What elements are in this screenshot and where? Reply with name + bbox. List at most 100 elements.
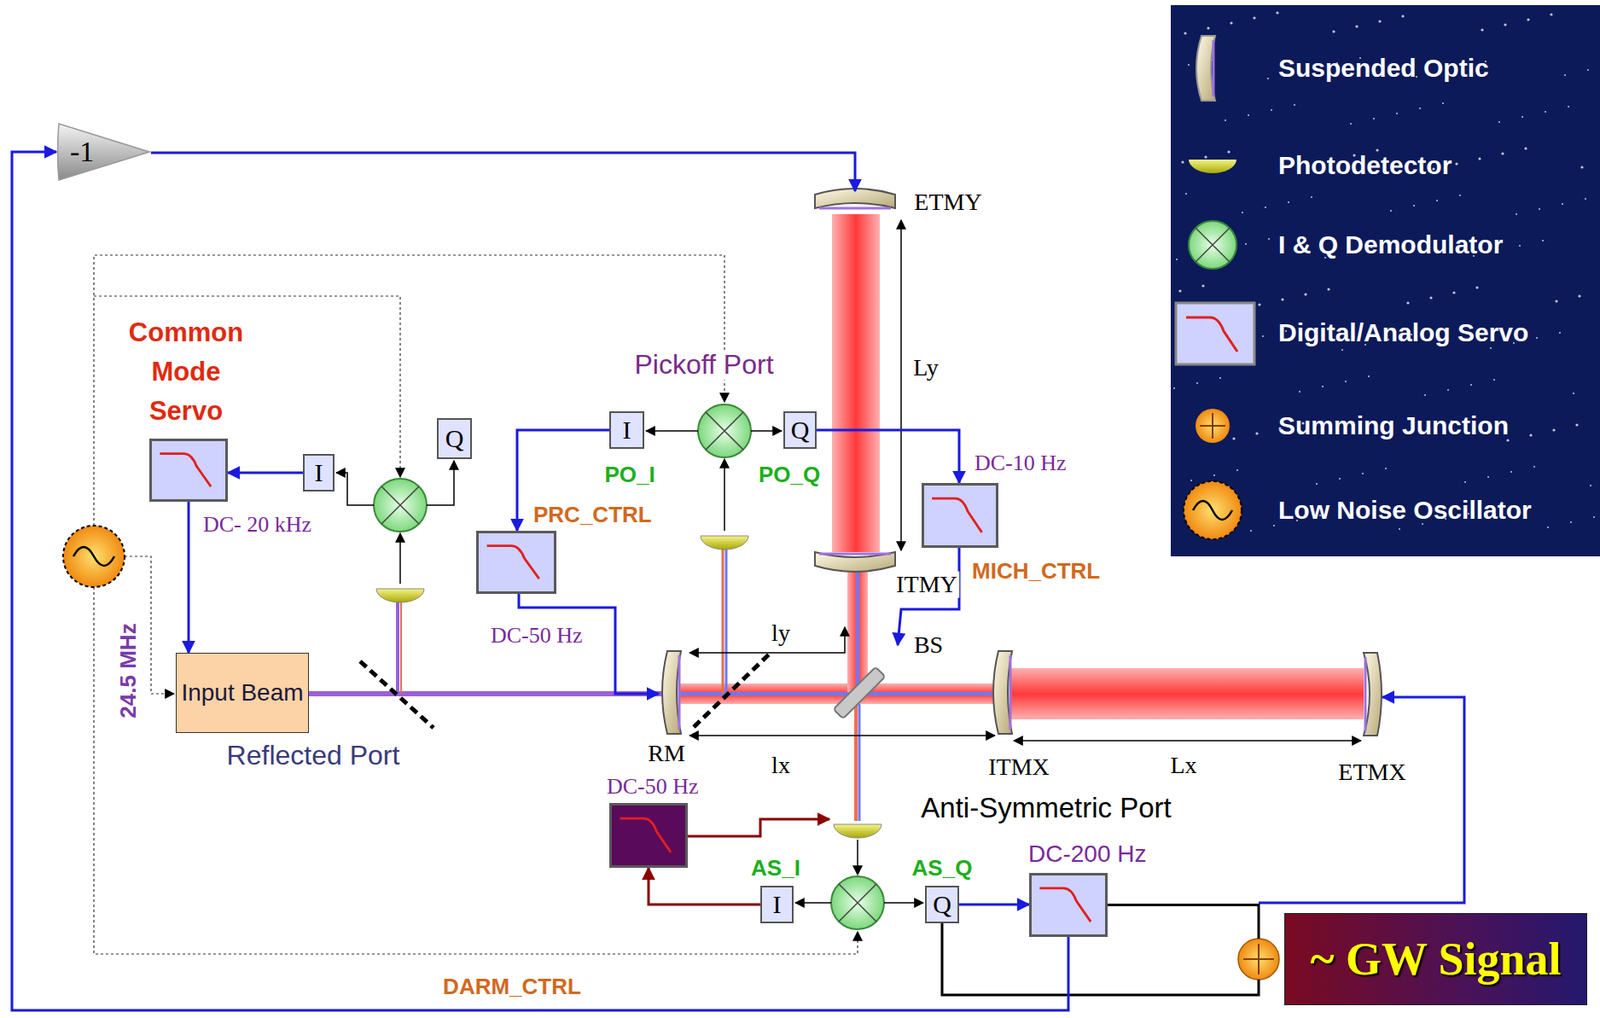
star [1280,297,1284,301]
star [1315,482,1318,485]
star [1442,102,1444,105]
star [1498,121,1501,123]
star [1367,375,1370,378]
servo-box: PRC_CTRLDC-50 Hz [476,530,557,594]
as-beam [854,704,858,821]
diagram-label: Reflected Port [225,740,402,771]
node-text: Q [791,415,810,445]
as-beam [858,704,862,821]
star [1396,112,1398,115]
star [1262,335,1264,338]
star [1303,292,1307,296]
star [1268,238,1270,240]
star [1521,116,1524,118]
star [1384,467,1387,470]
wire [884,901,924,904]
node-text: I [314,458,324,488]
star [1493,378,1496,381]
oscillator-sine [73,546,115,566]
star [1587,69,1589,71]
star [1452,290,1455,294]
node-text: ~ GW Signal [1309,932,1561,986]
star [1561,203,1564,205]
photodetector [833,824,882,838]
node-text: -1 [69,135,94,169]
input-beam-box: Input Beam [175,652,309,734]
signal-connector [227,471,303,475]
servo-curve [487,546,540,580]
star [1554,299,1558,303]
star-field [1173,11,1595,532]
signal-connector [959,903,1030,907]
demodulator-circle [698,404,751,458]
lo-line [93,296,401,478]
star [1287,201,1290,204]
diagram-label: Pickoff Port [632,349,775,380]
diagram-label: RM [645,740,687,768]
star [1536,337,1538,339]
node-text: I [773,890,782,920]
legend-text: Photodetector [1278,151,1452,181]
star [1332,29,1335,33]
legend-coating [1212,40,1216,97]
servo-label: DC-50 Hz [488,623,585,649]
servo-label: DC-50 Hz [605,774,701,800]
actuation-line [687,819,830,837]
diagram-label: PO_Q [756,462,822,488]
legend-demodulator-cross [1195,227,1230,262]
legend-text: I & Q Demodulator [1278,230,1503,260]
legend-photodetector [1188,159,1237,174]
signal-connector [11,151,1069,1011]
star [1270,109,1273,111]
star [1219,377,1222,379]
diagram-label: ITMX [986,754,1052,781]
star [1575,423,1578,426]
star [1464,481,1467,483]
diagram-label: BS [912,632,945,659]
mirror-coating [678,655,681,730]
itmy-mirror [814,552,896,572]
diagram-label: ITMY [894,571,960,599]
diagram-label: 24.5 MHz [116,621,141,720]
star [1447,389,1449,391]
legend-oscillator-sine [1192,500,1233,520]
oscillator [63,525,125,588]
star [1533,465,1536,468]
signal-connector [187,501,191,653]
star [1470,384,1472,386]
star [1577,294,1581,297]
star [1175,258,1178,261]
diagram-label: PO_I [602,462,657,488]
star [1341,349,1344,351]
star [1503,23,1507,26]
signal-connector [648,867,761,905]
star [1361,472,1364,475]
star [1273,524,1275,527]
star [1293,104,1296,106]
star [1552,428,1555,431]
legend-text: Summing Junction [1278,411,1509,441]
star [1475,285,1478,289]
servo-curve [619,818,671,853]
mirror-coating [819,552,891,556]
legend-text: Low Noise Oscillator [1278,495,1532,525]
node-text: I [622,415,632,445]
wire [645,430,699,432]
servo-box: DC-10 HzMICH_CTRL [921,482,999,548]
photodetector [376,588,425,603]
demodulator-cross [381,486,419,524]
demod-wires [336,430,924,903]
mirror-coating [1364,657,1368,732]
star [1406,301,1409,304]
star [1454,162,1458,165]
star [1518,244,1521,247]
wire [336,472,374,506]
star [1593,516,1595,518]
demodulator-cross [838,884,877,922]
actuation-line [1258,697,1465,903]
etmx-mirror [1363,652,1382,736]
star [1204,155,1207,158]
legend-text: Suspended Optic [1278,53,1490,83]
star [1338,477,1341,480]
legend-text: Digital/Analog Servo [1278,318,1529,348]
